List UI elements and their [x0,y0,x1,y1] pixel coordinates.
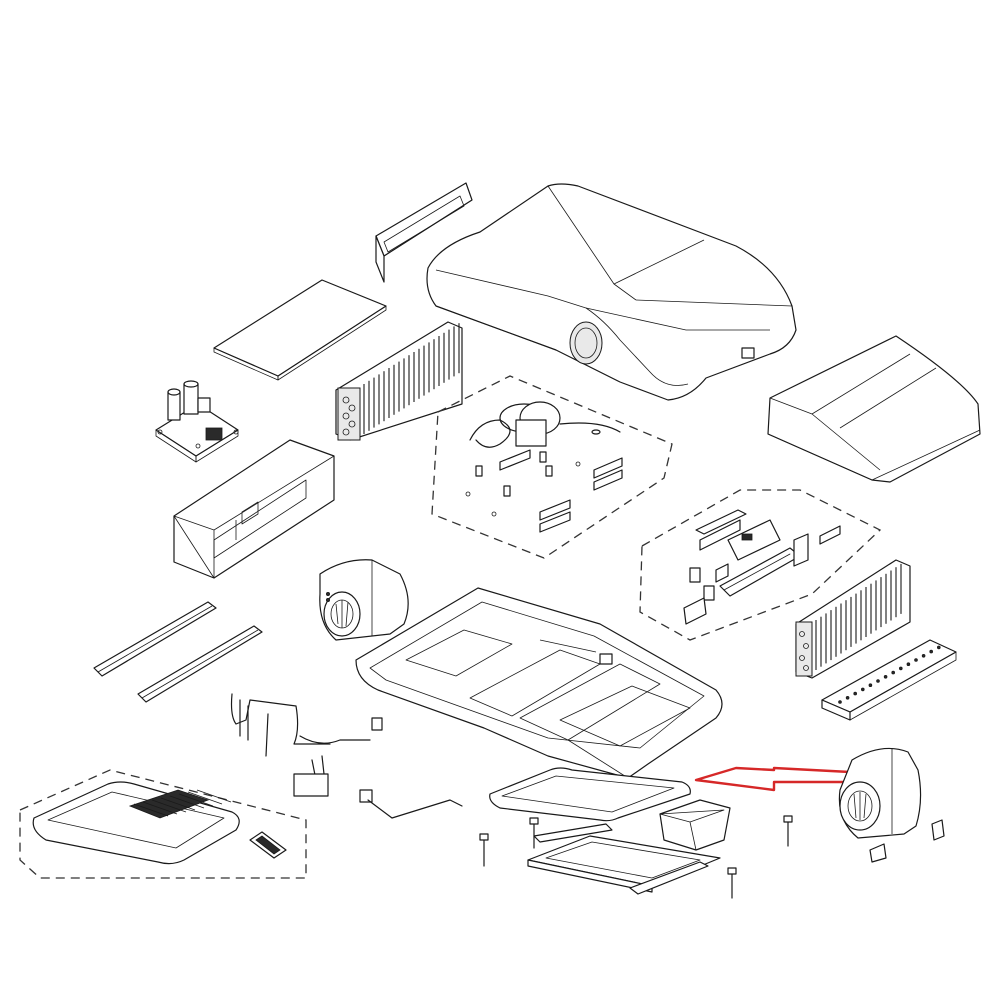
condenser-shroud [767,335,981,483]
grille-slat [160,797,196,811]
callout-arrow [694,766,854,792]
frame-gasket [489,767,691,822]
strip-vent-hole [838,700,842,704]
compressor-assembly [431,375,673,559]
blower-housing-right [838,747,945,863]
air-distribution-box [821,639,957,721]
air-outlet-grille [375,182,473,283]
strip-vent-hole [921,653,926,658]
insulation-panel [213,279,387,381]
screws [479,815,793,899]
base-pan [355,587,723,779]
strip-vent-hole [929,649,933,654]
strip-vent-hole [860,687,865,692]
strip-vent-hole [883,674,888,679]
blower-housing-left [319,559,409,641]
mounting-rails [93,601,263,703]
grille-slat [142,801,178,815]
capacitor-control-board [155,380,239,463]
grille-slat [169,795,205,809]
remote-control [249,831,287,859]
grille-slat [151,799,187,813]
evaporator-coil [795,559,911,679]
strip-vent-hole [853,691,857,696]
ceiling-assembly-group [19,769,307,879]
grille-slat [187,791,223,805]
strip-vent-hole [898,666,903,671]
grille-slat [133,803,169,817]
strip-vent-hole [936,645,941,650]
strip-vent-hole [891,670,895,675]
thermostat-bulb [359,789,463,819]
refrigerant-tubing [230,693,383,797]
strip-vent-hole [876,679,880,683]
control-components-group [639,489,882,641]
mounting-frame [527,823,721,895]
strip-vent-hole [906,662,911,666]
strip-vent-hole [845,695,850,700]
shroud-cover [426,183,797,401]
strip-vent-hole [914,658,918,662]
condenser-coil [335,321,463,441]
strip-vent-hole [868,683,873,687]
grille-slat [178,793,214,807]
grille-slat [196,789,232,803]
electrical-box [173,439,335,579]
drain-tray [659,799,731,851]
